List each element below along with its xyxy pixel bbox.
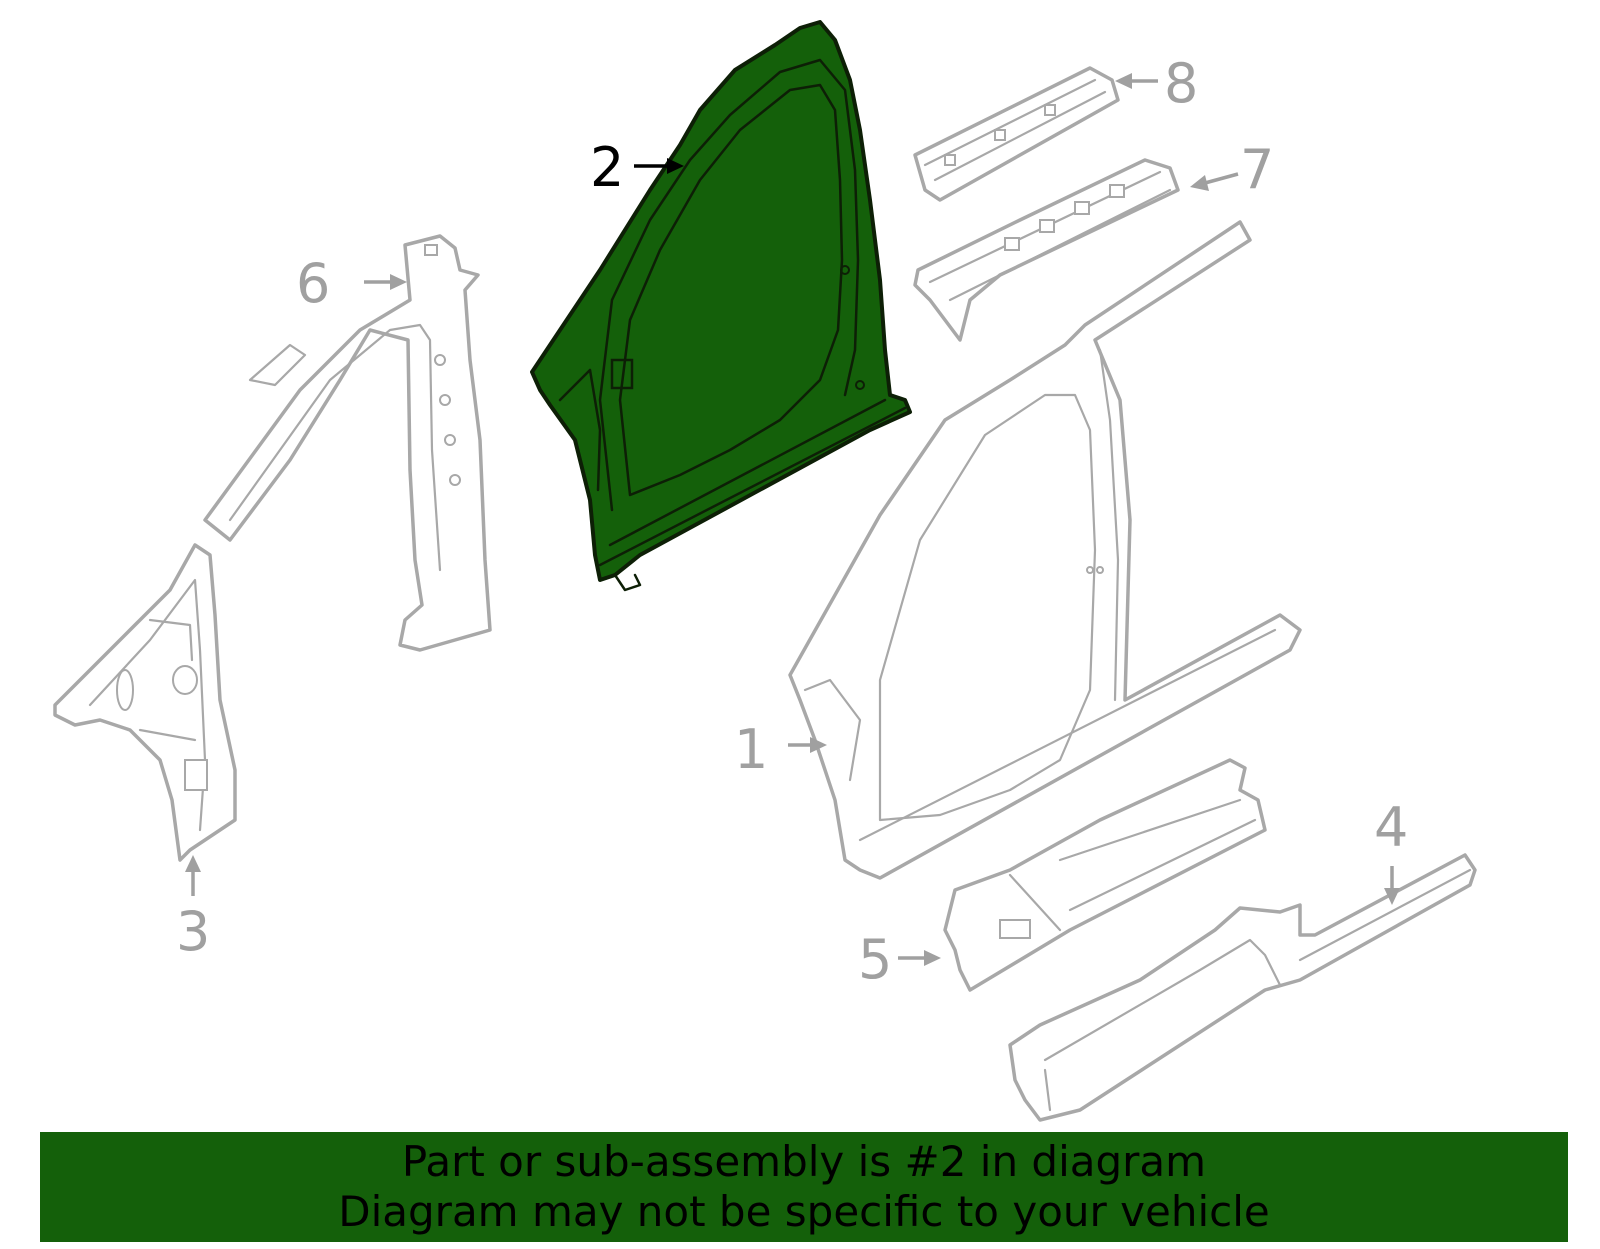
part-8[interactable] xyxy=(913,66,1120,202)
callout-2[interactable]: 2 xyxy=(590,136,624,199)
info-banner: Part or sub-assembly is #2 in diagram Di… xyxy=(40,1132,1568,1242)
part-6[interactable] xyxy=(203,234,492,652)
callout-arrow-7 xyxy=(1190,172,1239,191)
callout-arrow-6 xyxy=(364,274,407,290)
callout-6[interactable]: 6 xyxy=(296,252,330,315)
part-2-highlighted[interactable] xyxy=(530,20,912,592)
callout-arrow-4 xyxy=(1384,866,1400,905)
callout-arrow-1 xyxy=(788,737,827,753)
part-3[interactable] xyxy=(53,543,237,862)
callout-8[interactable]: 8 xyxy=(1164,52,1198,115)
callout-5[interactable]: 5 xyxy=(858,928,892,991)
part-7[interactable] xyxy=(913,158,1180,342)
part-5[interactable] xyxy=(943,758,1267,992)
part-1[interactable] xyxy=(788,220,1302,880)
callout-arrow-5 xyxy=(898,950,941,966)
part-4[interactable] xyxy=(1008,853,1477,1122)
banner-line-2: Diagram may not be specific to your vehi… xyxy=(338,1187,1270,1236)
callout-7[interactable]: 7 xyxy=(1240,138,1274,201)
callout-arrow-2 xyxy=(634,158,684,174)
banner-line-1: Part or sub-assembly is #2 in diagram xyxy=(401,1137,1207,1186)
callout-3[interactable]: 3 xyxy=(176,900,210,963)
callout-arrow-8 xyxy=(1115,73,1158,89)
callout-4[interactable]: 4 xyxy=(1374,796,1408,859)
callout-arrow-3 xyxy=(185,855,201,896)
callout-1[interactable]: 1 xyxy=(734,718,768,781)
